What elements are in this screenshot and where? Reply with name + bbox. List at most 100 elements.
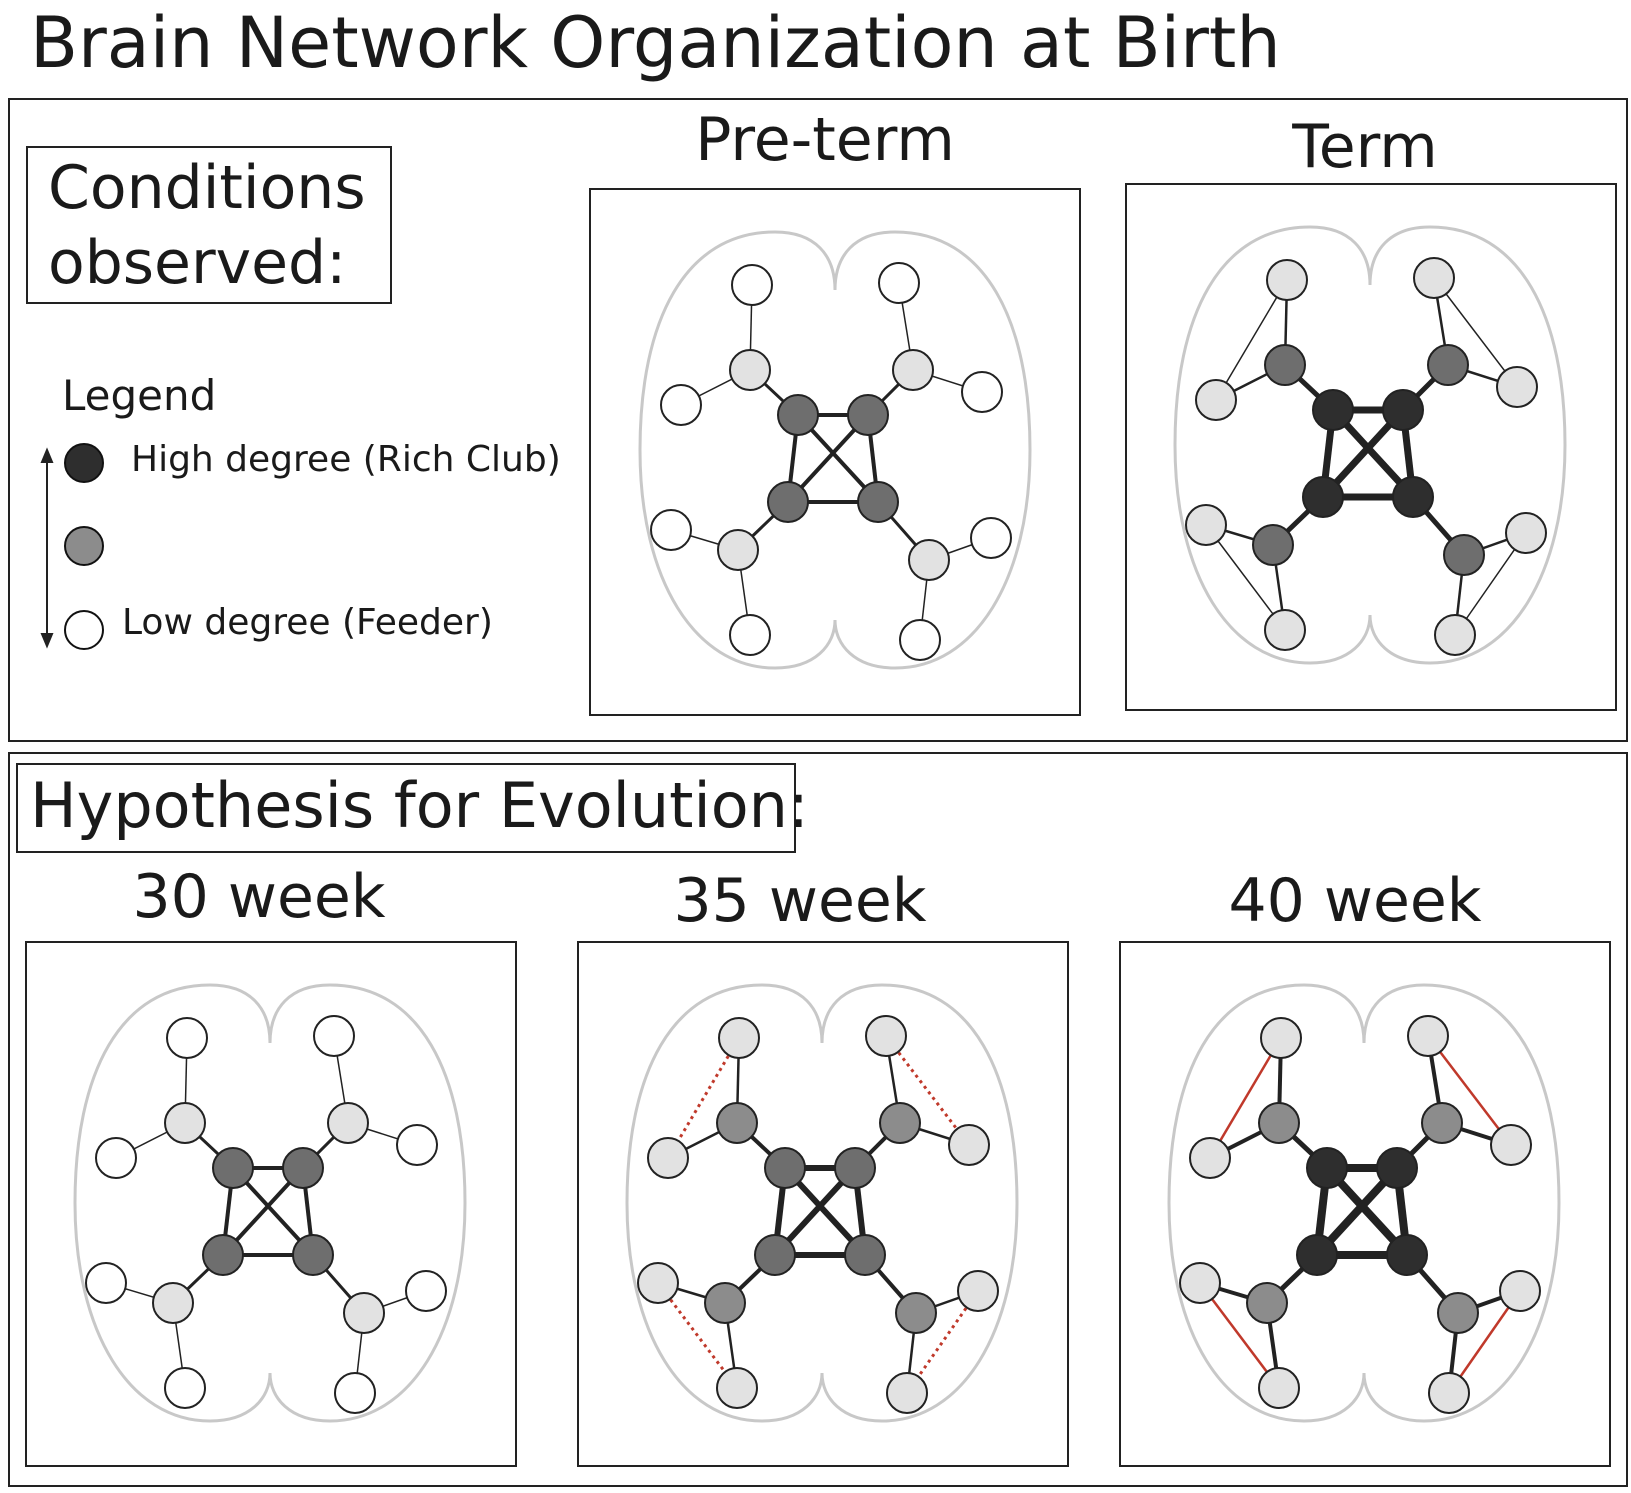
hypothesis-label: Hypothesis for Evolution: — [16, 763, 809, 853]
feeder-node — [1264, 609, 1306, 651]
hub-node — [717, 529, 759, 571]
panel-box-30-week — [25, 941, 517, 1467]
hub-node — [1427, 344, 1469, 386]
legend-node-low — [64, 610, 104, 650]
hub-node — [152, 1282, 194, 1324]
feeder-node — [865, 1015, 907, 1057]
feeder-node — [718, 1017, 760, 1059]
panel-box-preterm — [589, 188, 1081, 716]
feeder-node — [85, 1262, 127, 1304]
feeder-node — [405, 1270, 447, 1312]
rich-club-node — [1376, 1147, 1418, 1189]
network-preterm — [638, 230, 1032, 670]
feeder-node — [878, 262, 920, 304]
feeder-node — [948, 1124, 990, 1166]
feeder-node — [1490, 1124, 1532, 1166]
hub-node — [729, 349, 771, 391]
brain-outline — [1167, 983, 1561, 1423]
feeder-node — [1428, 1372, 1470, 1414]
triangle-edge — [1208, 1037, 1283, 1159]
panel-box-40-week — [1119, 941, 1611, 1467]
panel-box-35-week — [577, 941, 1069, 1467]
rich-club-node — [282, 1147, 324, 1189]
feeder-node — [1496, 366, 1538, 408]
rich-club-node — [1382, 389, 1424, 431]
feeder-node — [961, 371, 1003, 413]
rich-club-node — [292, 1234, 334, 1276]
rich-club-node — [1306, 1147, 1348, 1189]
feeder-node — [1505, 512, 1547, 554]
rich-club-node — [1392, 476, 1434, 518]
feeder-node — [1413, 257, 1455, 299]
rich-club-node — [857, 481, 899, 523]
triangle-edge — [656, 1282, 739, 1389]
hub-node — [1421, 1102, 1463, 1144]
conditions-section — [8, 98, 1628, 742]
feeder-node — [1179, 1262, 1221, 1304]
feeder-node — [1185, 504, 1227, 546]
feeder-node — [1189, 1137, 1231, 1179]
feeder-node — [1407, 1015, 1449, 1057]
feeder-node — [1266, 259, 1308, 301]
brain-outline — [73, 983, 467, 1423]
rich-club-node — [1302, 476, 1344, 518]
feeder-node — [1434, 614, 1476, 656]
feeder-node — [164, 1367, 206, 1409]
panel-title-30-week: 30 week — [132, 862, 386, 932]
hub-node — [1252, 524, 1294, 566]
rich-club-node — [1312, 389, 1354, 431]
hub-node — [1258, 1102, 1300, 1144]
network-30-week — [73, 983, 467, 1423]
hub-node — [1443, 534, 1485, 576]
triangle-edge — [1199, 1282, 1280, 1389]
triangle-edge — [1215, 279, 1288, 401]
rich-club-node — [212, 1147, 254, 1189]
hub-node — [327, 1102, 369, 1144]
hub-node — [908, 539, 950, 581]
rich-club-node — [1386, 1234, 1428, 1276]
panel-box-term — [1125, 183, 1617, 711]
feeder-node — [166, 1017, 208, 1059]
feeder-node — [650, 509, 692, 551]
rich-club-node — [754, 1234, 796, 1276]
feeder-node — [334, 1372, 376, 1414]
feeder-node — [716, 1367, 758, 1409]
triangle-edge — [666, 1037, 741, 1159]
legend-node-mid — [64, 526, 104, 566]
feeder-node — [647, 1137, 689, 1179]
feeder-node — [899, 619, 941, 661]
feeder-node — [1260, 1017, 1302, 1059]
hub-node — [892, 349, 934, 391]
network-term — [1173, 225, 1567, 665]
hub-node — [716, 1102, 758, 1144]
hub-node — [343, 1292, 385, 1334]
panel-title-preterm: Pre-term — [695, 105, 955, 175]
feeder-node — [95, 1137, 137, 1179]
triangle-edge — [1427, 1035, 1512, 1146]
rich-club-node — [764, 1147, 806, 1189]
network-35-week — [625, 983, 1019, 1423]
legend-degree-arrow — [40, 447, 54, 649]
feeder-node — [1195, 379, 1237, 421]
rich-club-node — [777, 394, 819, 436]
rich-club-node — [767, 481, 809, 523]
panel-title-40-week: 40 week — [1228, 866, 1482, 936]
triangle-edge — [884, 1035, 971, 1146]
legend-high-label: High degree (Rich Club) — [131, 439, 561, 480]
panel-title-term: Term — [1292, 112, 1438, 182]
brain-outline — [625, 983, 1019, 1423]
feeder-node — [957, 1270, 999, 1312]
legend-low-label: Low degree (Feeder) — [122, 602, 493, 643]
feeder-node — [731, 264, 773, 306]
feeder-node — [637, 1262, 679, 1304]
legend-node-high — [64, 443, 104, 483]
brain-outline — [638, 230, 1032, 670]
panel-title-35-week: 35 week — [673, 866, 927, 936]
legend-title: Legend — [62, 371, 217, 420]
rich-club-node — [1296, 1234, 1338, 1276]
hub-node — [895, 1292, 937, 1334]
figure-title: Brain Network Organization at Birth — [30, 2, 1281, 84]
rich-club-node — [202, 1234, 244, 1276]
rich-club-node — [844, 1234, 886, 1276]
